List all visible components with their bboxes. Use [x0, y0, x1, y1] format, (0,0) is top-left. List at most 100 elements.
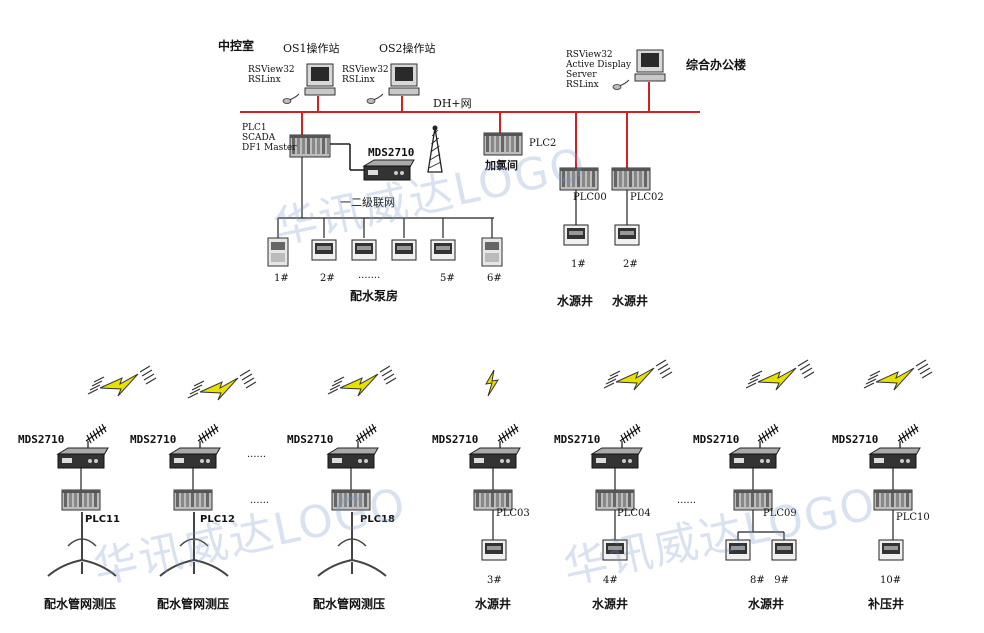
yagi-antenna-1 — [85, 423, 107, 455]
chlorine-room-label: 加氯间 — [485, 159, 518, 172]
mds-radio-5-led — [622, 459, 626, 463]
lightning-5-tick — [603, 382, 615, 389]
mds-label-5: MDS2710 — [554, 433, 601, 446]
plc02-rack-slot — [644, 171, 647, 187]
lightning-3-tick — [381, 369, 393, 377]
lightning-5-tick — [657, 363, 669, 371]
lightning-3-tick — [327, 388, 339, 395]
plc2-rack-slot — [491, 136, 494, 152]
mds-radio-1 — [56, 447, 109, 469]
plc00-rack-slot — [567, 171, 570, 187]
plc-label-1: PLC11 — [85, 514, 120, 525]
mds-top-label: MDS2710 — [368, 146, 415, 159]
plc-rack-7 — [873, 489, 913, 511]
plc-rack-2-slot — [176, 493, 179, 507]
plc02-rack-slot — [614, 171, 617, 187]
mds-radio-6-label-plate — [734, 458, 744, 463]
lightning-2-tick — [191, 384, 203, 391]
pump-num-1: 1# — [274, 273, 289, 284]
lightning-5-tick — [661, 371, 673, 379]
yagi-antenna-5-element — [629, 428, 635, 437]
yagi-antenna-7-element — [907, 428, 913, 437]
lightning-7-tick — [863, 382, 875, 389]
plc-rack-4-slot — [506, 493, 509, 507]
yagi-antenna-2-element — [207, 428, 213, 437]
pump-room-label: 配水泵房 — [350, 289, 399, 303]
pump-6-lower — [485, 253, 499, 262]
lightning-2-tick — [243, 377, 255, 385]
yagi-antenna-3-element — [365, 428, 371, 437]
plc-rack-1-top — [62, 490, 100, 493]
mds-radio-7-label-plate — [874, 458, 884, 463]
well-label-2: 水源井 — [612, 294, 649, 308]
pressure-tripod-3-hook — [337, 538, 367, 547]
os2-software: RSView32 RSLinx — [342, 65, 389, 85]
mds-radio-7 — [868, 447, 921, 469]
pressure-tripod-3-leg-left — [317, 559, 353, 577]
radio-tower — [427, 125, 443, 173]
os2-label: OS2操作站 — [379, 42, 436, 55]
control-room-label: 中控室 — [218, 39, 255, 53]
os1-software: RSView32 RSLinx — [248, 65, 295, 85]
caption-4: 水源井 — [475, 597, 512, 611]
plc-rack-2-slot — [196, 493, 199, 507]
lightning-2-tick — [193, 380, 205, 387]
lightning-7-tick — [917, 363, 929, 371]
lightning-2-tick — [239, 369, 251, 377]
lightning-7-fill — [875, 367, 915, 391]
mds-top-radio-led — [394, 171, 398, 175]
mds-label-4: MDS2710 — [432, 433, 479, 446]
plc-rack-5-slot — [628, 493, 631, 507]
os1-computer-base — [304, 87, 336, 96]
well-meter-2-readout — [620, 231, 634, 235]
plc-rack-4-slot — [491, 493, 494, 507]
office-label: 综合办公楼 — [686, 58, 747, 72]
plc00-label: PLC00 — [573, 192, 607, 203]
lightning-6-tick — [797, 359, 809, 367]
lightning-5 — [603, 359, 673, 391]
yagi-antenna-5-element — [635, 423, 641, 433]
plc-rack-5-slot — [608, 493, 611, 507]
plc-rack-5 — [595, 489, 635, 511]
lightning-6-tick — [801, 367, 813, 375]
pump-meter-2-readout — [317, 246, 331, 250]
plc-rack-6-slot — [736, 493, 739, 507]
num-label-6: 8# 9# — [750, 575, 790, 586]
pressure-tripod-1-leg-right — [81, 559, 117, 577]
yagi-antenna-5-element — [623, 432, 629, 442]
plc1-rack-slot — [302, 138, 305, 154]
plc-rack-2-slot — [206, 493, 209, 507]
yagi-antenna-3-element — [371, 423, 377, 433]
os1-label: OS1操作站 — [283, 42, 340, 55]
plc-rack-3-top — [332, 490, 370, 493]
lightning-7-tick — [921, 371, 933, 379]
caption-2: 配水管网测压 — [157, 597, 230, 611]
mds-radio-2-led — [206, 459, 210, 463]
plc-rack-7-slot — [881, 493, 884, 507]
pump-meter-4-readout — [397, 246, 411, 250]
yagi-antenna-6-element — [770, 425, 776, 435]
num-label-4: 3# — [487, 575, 502, 586]
yagi-antenna-1-element — [92, 430, 98, 439]
plc-rack-5-slot — [598, 493, 601, 507]
os1-computer — [282, 63, 336, 104]
lightning-2 — [187, 369, 257, 401]
plc1-rack-slot — [307, 138, 310, 154]
yagi-antenna-3-element — [368, 425, 374, 435]
yagi-antenna-7-element — [913, 423, 919, 433]
plc-label-6: PLC09 — [763, 508, 797, 519]
lightning-1-tick — [143, 373, 155, 381]
plc-rack-5-top — [596, 490, 634, 493]
office-software: RSView32 Active Display Server RSLinx — [566, 50, 632, 90]
mds-radio-1-led — [88, 459, 92, 463]
plc02-rack-top — [612, 168, 650, 171]
plc1-label: PLC1 SCADA DF1 Master — [242, 123, 297, 153]
plc-rack-1-slot — [74, 493, 77, 507]
mds-radio-2-led — [200, 459, 204, 463]
mds-radio-5 — [590, 447, 643, 469]
well-meter-2 — [614, 224, 640, 246]
pump-1 — [267, 237, 289, 267]
pressure-tripod-2 — [159, 512, 229, 577]
mds-top-radio-led — [400, 171, 404, 175]
